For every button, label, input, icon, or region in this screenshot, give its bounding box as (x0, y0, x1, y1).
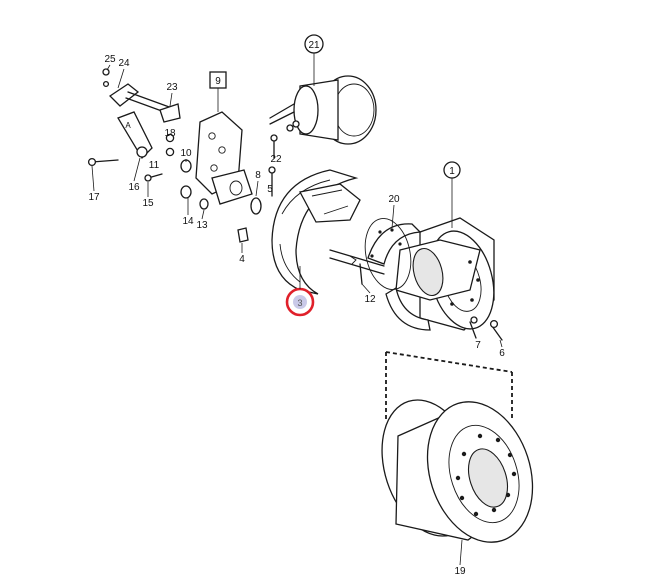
svg-text:20: 20 (388, 194, 400, 205)
callout-21-label: 21 (308, 40, 320, 51)
svg-text:8: 8 (255, 170, 261, 181)
label-24[interactable]: 24 (117, 58, 130, 89)
callout-9[interactable]: 9 (209, 71, 227, 112)
brake-chamber (269, 75, 377, 145)
label-10[interactable]: 10 (180, 148, 192, 162)
wheel-hub (395, 217, 495, 331)
svg-text:18: 18 (164, 128, 176, 139)
drum-bolt-holes (455, 433, 517, 517)
label-A: A (125, 121, 131, 130)
svg-text:17: 17 (88, 192, 100, 203)
callout-1-label: 1 (449, 166, 455, 177)
label-4[interactable]: 4 (239, 243, 245, 265)
callout-1[interactable]: 1 (443, 161, 461, 228)
assembly-guide-lines (385, 351, 513, 420)
label-23[interactable]: 23 (166, 82, 178, 107)
svg-text:4: 4 (239, 254, 245, 265)
callout-21[interactable]: 21 (304, 34, 324, 86)
callout-3-label: 3 (297, 298, 302, 308)
svg-text:13: 13 (196, 220, 208, 231)
label-20[interactable]: 20 (388, 194, 400, 229)
svg-text:12: 12 (364, 294, 376, 305)
label-13[interactable]: 13 (196, 209, 208, 231)
label-5[interactable]: 5 (267, 184, 273, 195)
camshaft (329, 249, 385, 285)
label-18[interactable]: 18 (164, 128, 176, 139)
callout-3-highlighted[interactable]: 3 (285, 266, 315, 317)
svg-text:23: 23 (166, 82, 178, 93)
label-22[interactable]: 22 (270, 154, 282, 165)
svg-text:15: 15 (142, 198, 154, 209)
svg-text:22: 22 (270, 154, 282, 165)
svg-text:6: 6 (499, 348, 505, 359)
label-6[interactable]: 6 (499, 339, 505, 359)
label-15[interactable]: 15 (142, 182, 154, 209)
svg-text:19: 19 (454, 566, 466, 577)
svg-text:24: 24 (118, 58, 130, 69)
label-7[interactable]: 7 (475, 340, 481, 351)
callout-9-label: 9 (215, 76, 221, 87)
label-8[interactable]: 8 (255, 170, 261, 197)
label-12[interactable]: 12 (361, 283, 376, 305)
label-17[interactable]: 17 (88, 165, 100, 203)
label-14[interactable]: 14 (182, 198, 194, 227)
svg-text:25: 25 (104, 54, 116, 65)
svg-text:10: 10 (180, 148, 192, 159)
svg-text:16: 16 (128, 182, 140, 193)
label-16[interactable]: 16 (128, 157, 141, 193)
brake-back-plate (271, 169, 361, 295)
fasteners (87, 68, 503, 341)
svg-text:14: 14 (182, 216, 194, 227)
label-19[interactable]: 19 (454, 539, 466, 577)
slack-adjuster (108, 83, 181, 160)
svg-text:A: A (125, 121, 131, 130)
label-25[interactable]: 25 (104, 54, 116, 71)
brake-drum (381, 399, 534, 543)
svg-text:11: 11 (149, 160, 160, 171)
svg-text:5: 5 (267, 184, 273, 195)
label-11[interactable]: 11 (149, 160, 160, 171)
svg-text:7: 7 (475, 340, 481, 351)
brake-shoes (364, 218, 431, 331)
chamber-bracket (195, 111, 253, 205)
